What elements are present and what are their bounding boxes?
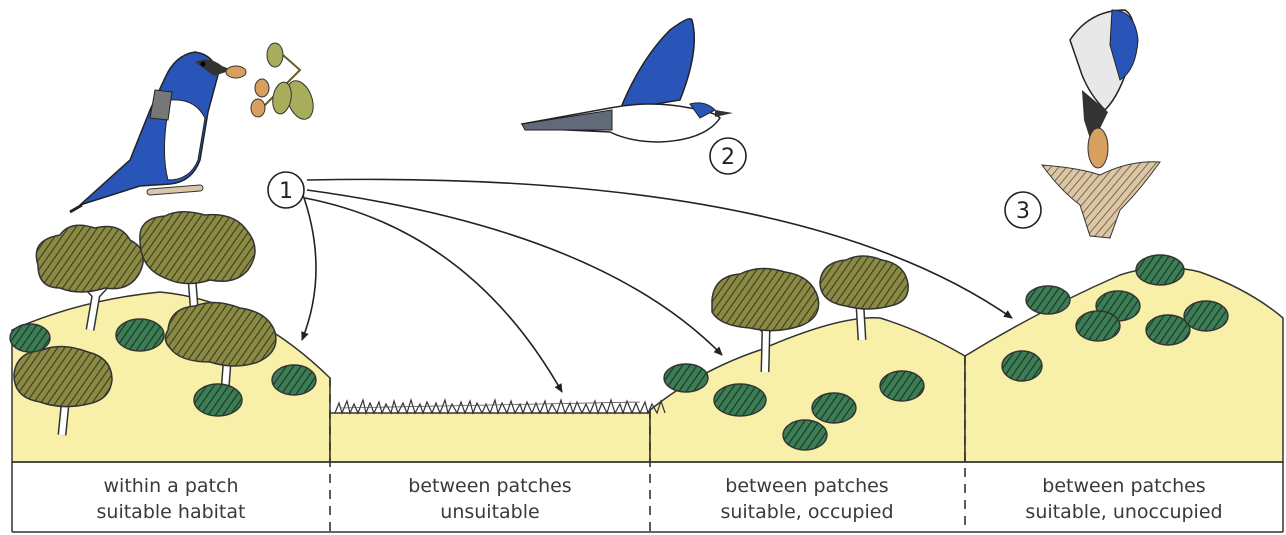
shrub bbox=[10, 324, 50, 352]
shrub bbox=[116, 319, 164, 351]
panel-4-line-1: between patches bbox=[1042, 475, 1205, 497]
shrub bbox=[1002, 351, 1042, 381]
marker-1-label: 1 bbox=[279, 179, 293, 204]
shrub bbox=[1076, 311, 1120, 341]
shrub bbox=[880, 371, 924, 401]
arrow-to-within-patch bbox=[302, 192, 316, 340]
marker-1: 1 bbox=[268, 172, 304, 208]
marker-2: 2 bbox=[710, 138, 746, 174]
shrub bbox=[1184, 301, 1228, 331]
shrub bbox=[812, 393, 856, 423]
shrub bbox=[714, 384, 766, 416]
shrub bbox=[1026, 286, 1070, 314]
flat-unsuitable-ground bbox=[330, 413, 650, 462]
panel-3-line-2: suitable, occupied bbox=[720, 501, 893, 523]
marker-2-label: 2 bbox=[721, 145, 735, 170]
caching-jay-illustration bbox=[1042, 10, 1160, 238]
shrub bbox=[664, 364, 708, 392]
shrub bbox=[194, 384, 242, 416]
panel-4-line-2: suitable, unoccupied bbox=[1025, 501, 1222, 523]
arrow-to-suitable-occupied bbox=[307, 190, 722, 355]
panel-1-line-2: suitable habitat bbox=[97, 501, 246, 523]
shrub bbox=[272, 365, 316, 395]
shrub bbox=[1146, 315, 1190, 345]
panel-1-line-1: within a patch bbox=[104, 475, 239, 497]
marker-3-label: 3 bbox=[1016, 199, 1030, 224]
perched-jay-illustration bbox=[70, 52, 246, 212]
shrub bbox=[1136, 255, 1184, 285]
panel-2-line-2: unsuitable bbox=[440, 501, 539, 523]
panel-3-line-1: between patches bbox=[725, 475, 888, 497]
grass-strip bbox=[335, 400, 665, 413]
marker-3: 3 bbox=[1005, 192, 1041, 228]
shrub bbox=[783, 420, 827, 450]
panel-2-line-1: between patches bbox=[408, 475, 571, 497]
flying-jay-illustration bbox=[522, 19, 733, 142]
arrow-to-unsuitable bbox=[305, 198, 562, 392]
oak-twig-illustration bbox=[251, 43, 318, 123]
